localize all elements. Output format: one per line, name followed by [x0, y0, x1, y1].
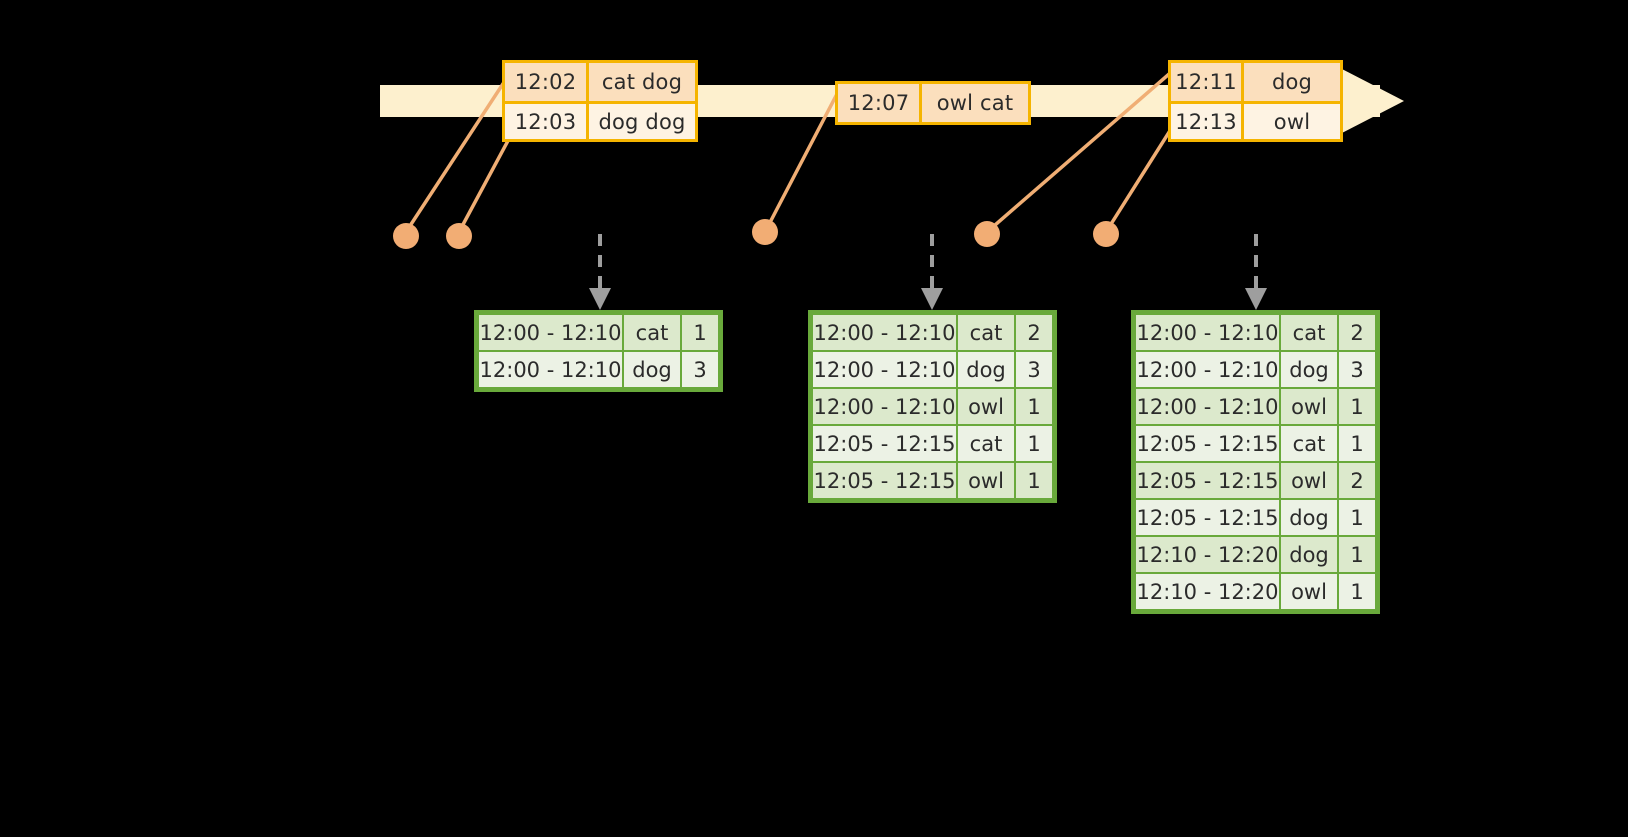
event-time: 12:02: [505, 63, 589, 101]
table-row[interactable]: 12:00 - 12:10 cat 2: [1135, 314, 1376, 351]
key-cell: cat: [958, 315, 1014, 350]
event-row[interactable]: 12:02 cat dog: [505, 63, 695, 101]
key-cell: cat: [1281, 315, 1337, 350]
count-cell: 1: [1339, 537, 1375, 572]
window-cell: 12:10 - 12:20: [1136, 574, 1279, 609]
count-cell: 1: [1339, 426, 1375, 461]
key-cell: cat: [1281, 426, 1337, 461]
event-words: dog: [1244, 63, 1340, 101]
connector-1: [404, 69, 514, 233]
table-row[interactable]: 12:05 - 12:15 cat 1: [812, 425, 1053, 462]
result-arrow-1: [589, 234, 611, 310]
key-cell: dog: [958, 352, 1014, 387]
event-dot-2: [446, 223, 472, 249]
event-group-3[interactable]: 12:11 dog 12:13 owl: [1168, 60, 1343, 142]
window-cell: 12:05 - 12:15: [813, 463, 956, 498]
window-cell: 12:05 - 12:15: [1136, 500, 1279, 535]
window-cell: 12:10 - 12:20: [1136, 537, 1279, 572]
count-cell: 1: [1339, 389, 1375, 424]
key-cell: owl: [1281, 463, 1337, 498]
count-cell: 3: [682, 352, 718, 387]
table-row[interactable]: 12:00 - 12:10 dog 3: [478, 351, 719, 388]
event-row[interactable]: 12:13 owl: [1171, 101, 1340, 139]
window-cell: 12:05 - 12:15: [1136, 463, 1279, 498]
result-table-2[interactable]: 12:00 - 12:10 cat 2 12:00 - 12:10 dog 3 …: [808, 310, 1057, 503]
window-cell: 12:00 - 12:10: [479, 315, 622, 350]
connector-3: [763, 91, 840, 233]
event-group-1[interactable]: 12:02 cat dog 12:03 dog dog: [502, 60, 698, 142]
event-dots: [393, 219, 1119, 249]
table-row[interactable]: 12:00 - 12:10 dog 3: [812, 351, 1053, 388]
event-row[interactable]: 12:11 dog: [1171, 63, 1340, 101]
result-arrow-3: [1245, 234, 1267, 310]
window-cell: 12:05 - 12:15: [813, 426, 956, 461]
count-cell: 1: [1016, 426, 1052, 461]
event-time: 12:07: [838, 84, 922, 122]
window-cell: 12:00 - 12:10: [479, 352, 622, 387]
key-cell: dog: [1281, 352, 1337, 387]
count-cell: 3: [1339, 352, 1375, 387]
window-cell: 12:00 - 12:10: [1136, 352, 1279, 387]
key-cell: owl: [1281, 389, 1337, 424]
event-dot-5: [1093, 221, 1119, 247]
result-table-1[interactable]: 12:00 - 12:10 cat 1 12:00 - 12:10 dog 3: [474, 310, 723, 392]
count-cell: 1: [1339, 500, 1375, 535]
table-row[interactable]: 12:00 - 12:10 cat 1: [478, 314, 719, 351]
event-row[interactable]: 12:07 owl cat: [838, 84, 1028, 122]
table-row[interactable]: 12:05 - 12:15 owl 1: [812, 462, 1053, 499]
key-cell: cat: [958, 426, 1014, 461]
key-cell: dog: [624, 352, 680, 387]
table-row[interactable]: 12:05 - 12:15 owl 2: [1135, 462, 1376, 499]
event-time: 12:13: [1171, 104, 1244, 139]
event-words: dog dog: [589, 104, 695, 139]
window-cell: 12:05 - 12:15: [1136, 426, 1279, 461]
table-row[interactable]: 12:05 - 12:15 dog 1: [1135, 499, 1376, 536]
result-arrow-2: [921, 234, 943, 310]
key-cell: owl: [1281, 574, 1337, 609]
table-row[interactable]: 12:00 - 12:10 cat 2: [812, 314, 1053, 351]
table-row[interactable]: 12:00 - 12:10 owl 1: [1135, 388, 1376, 425]
key-cell: cat: [624, 315, 680, 350]
count-cell: 2: [1016, 315, 1052, 350]
event-dot-4: [974, 221, 1000, 247]
window-cell: 12:00 - 12:10: [813, 352, 956, 387]
event-words: owl cat: [922, 84, 1028, 122]
event-words: owl: [1244, 104, 1340, 139]
result-arrows: [589, 234, 1267, 310]
result-table-3[interactable]: 12:00 - 12:10 cat 2 12:00 - 12:10 dog 3 …: [1131, 310, 1380, 614]
key-cell: owl: [958, 463, 1014, 498]
count-cell: 1: [1016, 389, 1052, 424]
key-cell: owl: [958, 389, 1014, 424]
window-cell: 12:00 - 12:10: [1136, 315, 1279, 350]
window-cell: 12:00 - 12:10: [813, 389, 956, 424]
table-row[interactable]: 12:10 - 12:20 dog 1: [1135, 536, 1376, 573]
event-row[interactable]: 12:03 dog dog: [505, 101, 695, 139]
event-dot-3: [752, 219, 778, 245]
event-words: cat dog: [589, 63, 695, 101]
key-cell: dog: [1281, 500, 1337, 535]
count-cell: 2: [1339, 463, 1375, 498]
window-cell: 12:00 - 12:10: [1136, 389, 1279, 424]
count-cell: 2: [1339, 315, 1375, 350]
count-cell: 3: [1016, 352, 1052, 387]
key-cell: dog: [1281, 537, 1337, 572]
window-cell: 12:00 - 12:10: [813, 315, 956, 350]
event-time: 12:11: [1171, 63, 1244, 101]
table-row[interactable]: 12:00 - 12:10 dog 3: [1135, 351, 1376, 388]
event-group-2[interactable]: 12:07 owl cat: [835, 81, 1031, 125]
table-row[interactable]: 12:05 - 12:15 cat 1: [1135, 425, 1376, 462]
count-cell: 1: [1339, 574, 1375, 609]
count-cell: 1: [1016, 463, 1052, 498]
table-row[interactable]: 12:10 - 12:20 owl 1: [1135, 573, 1376, 610]
count-cell: 1: [682, 315, 718, 350]
event-time: 12:03: [505, 104, 589, 139]
table-row[interactable]: 12:00 - 12:10 owl 1: [812, 388, 1053, 425]
event-dot-1: [393, 223, 419, 249]
